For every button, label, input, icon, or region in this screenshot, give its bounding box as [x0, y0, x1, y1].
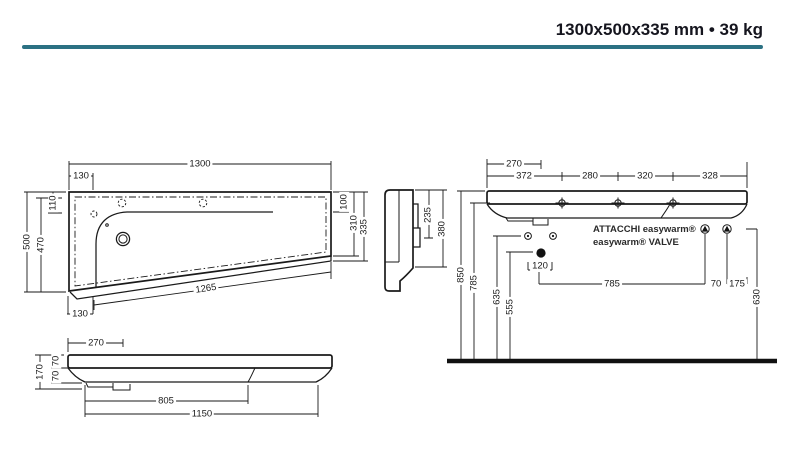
plan-outline [68, 191, 332, 292]
faucet-hole-icon [90, 210, 98, 218]
dim-line-120 [527, 262, 553, 271]
dim-label-100: 100 [338, 192, 350, 212]
side-bracket [413, 203, 421, 248]
dim-label-1150: 1150 [189, 408, 215, 420]
faucet-hole-icon [198, 198, 208, 208]
attacchi-note-line1: ATTACCHI easywarm® [593, 224, 696, 235]
dim-label-130-top: 130 [71, 170, 91, 182]
dim-label-470: 470 [35, 235, 47, 255]
dim-label-372: 372 [514, 170, 534, 182]
overflow-dot-icon [105, 223, 109, 227]
bottom-rim [67, 354, 333, 369]
front-drain-tab [505, 217, 549, 226]
side-inner-lines [385, 190, 400, 263]
dim-label-110: 110 [47, 193, 59, 213]
dim-label-320: 320 [635, 170, 655, 182]
dim-line-faucet-spacing [487, 172, 747, 181]
dim-line-785h-70-175 [538, 234, 748, 285]
dim-label-805: 805 [156, 395, 176, 407]
dim-label-70b: 70 [50, 368, 62, 384]
dim-label-555: 555 [504, 297, 516, 317]
side-view [384, 189, 447, 292]
front-basin-wall [660, 203, 671, 219]
page-title: 1300x500x335 mm • 39 kg [555, 20, 763, 39]
dim-label-270-front: 270 [504, 158, 524, 170]
front-rim [486, 190, 748, 205]
dim-label-235: 235 [422, 205, 434, 225]
dim-label-170: 170 [34, 362, 46, 382]
dim-label-175: 175 [727, 278, 747, 290]
side-outline [384, 189, 414, 292]
faucet-marker-icons [555, 197, 680, 209]
dim-label-335: 335 [358, 217, 370, 237]
accent-rule [22, 45, 763, 49]
drain-icon [115, 231, 131, 247]
bottom-front-view [35, 338, 333, 417]
dim-label-785h: 785 [602, 278, 622, 290]
dim-label-120: 120 [530, 260, 550, 272]
dim-label-1300: 1300 [187, 158, 213, 170]
plan-front-lip [69, 256, 332, 300]
bottom-basin-wall [247, 367, 256, 383]
drain-icon-inner [118, 234, 128, 244]
valve-dot-icon [536, 248, 546, 258]
dim-label-130-bottom: 130 [70, 308, 90, 320]
dim-label-635: 635 [491, 287, 503, 307]
valve-marker-icons [700, 224, 732, 234]
faucet-hole-icon [117, 198, 127, 208]
dim-label-280: 280 [580, 170, 600, 182]
bottom-apron [67, 367, 333, 383]
dim-label-270-bottom: 270 [86, 337, 106, 349]
front-apron [486, 203, 748, 219]
attacchi-note-line2: easywarm® VALVE [593, 237, 679, 248]
dim-label-850: 850 [455, 265, 467, 285]
dim-lines-805-1150 [84, 385, 319, 417]
dim-label-630: 630 [751, 287, 763, 307]
dim-label-785v: 785 [468, 273, 480, 293]
dim-label-70: 70 [708, 278, 724, 290]
bottom-drain-tab [85, 382, 131, 391]
dim-line-270-front [486, 159, 748, 188]
plan-basin-edge [95, 211, 273, 287]
dim-label-500: 500 [21, 232, 33, 252]
attachment-point-icons [524, 232, 557, 240]
plan-centerline-border [74, 196, 327, 287]
dim-label-380: 380 [436, 219, 448, 239]
dim-label-328: 328 [700, 170, 720, 182]
dim-label-70a: 70 [50, 353, 62, 369]
front-view [447, 159, 777, 364]
